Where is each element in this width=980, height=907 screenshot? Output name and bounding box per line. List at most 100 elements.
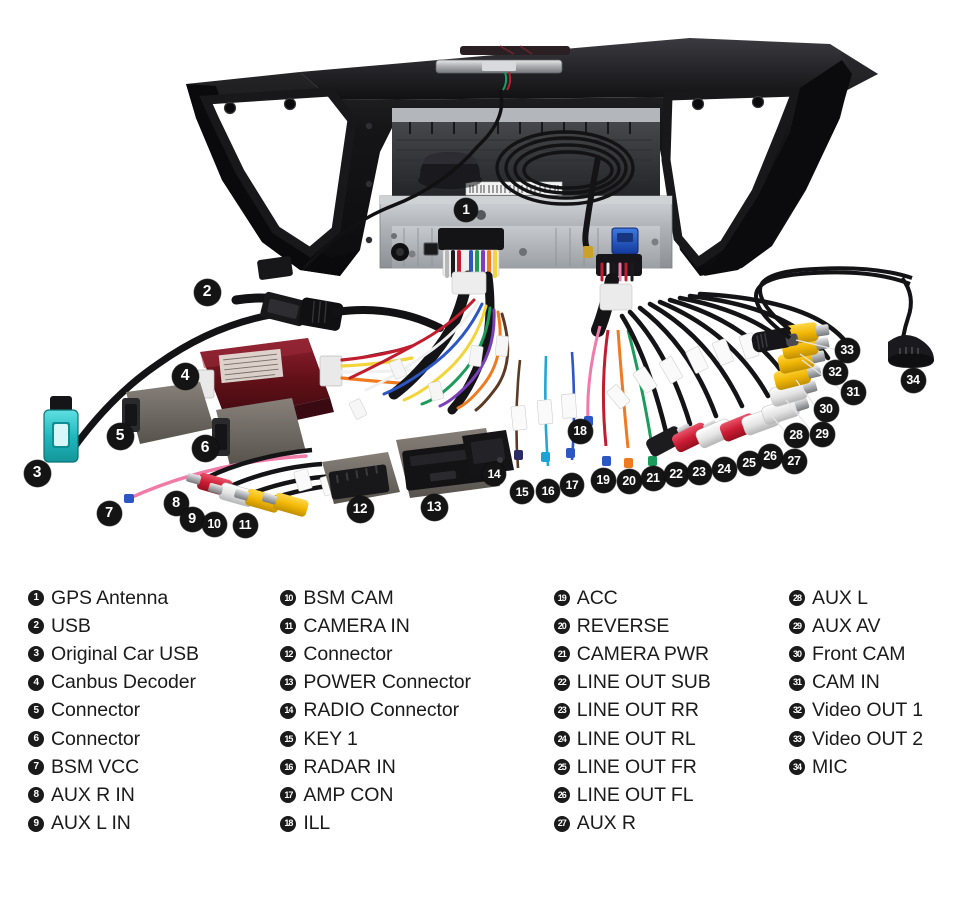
legend-label-29: AUX AV [812,614,881,637]
legend-label-6: Connector [51,727,141,750]
left-harness-group [43,256,444,517]
legend-label-8: AUX R IN [51,783,135,806]
legend-item-6: 6 Connector [28,725,274,753]
legend-label-27: AUX R [576,812,636,835]
legend-number-badge-13: 13 [280,674,297,691]
center-harness-group [322,270,578,504]
legend-number-badge-10: 10 [280,590,297,607]
legend-label-20: REVERSE [576,614,670,637]
legend-label-31: CAM IN [812,671,880,694]
legend-number-badge-3: 3 [28,646,44,663]
legend-item-29: 29 AUX AV [789,612,980,640]
callout-badge-34: 34 [900,367,926,393]
callout-badge-28: 28 [783,422,809,448]
legend-label-28: AUX L [812,586,868,609]
thin-signal-wires [510,351,578,469]
callout-badge-4: 4 [171,362,199,390]
callout-badge-27: 27 [781,448,807,474]
legend-label-21: CAMERA PWR [576,642,710,665]
connector-12 [322,452,400,504]
legend-number-badge-29: 29 [789,618,806,635]
legend-number-badge-1: 1 [28,590,44,607]
legend-label-12: Connector [303,642,393,665]
callout-badge-26: 26 [757,443,783,469]
right-rca-fan-group [584,266,934,468]
legend-number-badge-4: 4 [28,674,44,691]
legend-number-badge-2: 2 [28,618,44,635]
legend-number-badge-12: 12 [280,646,297,663]
aux-rca-group [186,447,353,517]
legend-number-badge-34: 34 [789,759,806,776]
legend-label-34: MIC [812,755,848,778]
callout-badge-10: 10 [201,511,227,537]
legend-label-17: AMP CON [303,783,394,806]
microphone-capsule [888,335,934,368]
callout-badge-22: 22 [663,461,689,487]
callout-badge-5: 5 [106,422,134,450]
legend-label-16: RADAR IN [303,755,396,778]
usb-connector [231,291,444,332]
callout-badge-20: 20 [616,468,642,494]
legend-label-3: Original Car USB [51,642,199,665]
legend-number-badge-23: 23 [553,702,570,719]
legend-item-3: 3 Original Car USB [28,640,274,668]
legend-number-badge-20: 20 [553,618,570,635]
callout-badge-17: 17 [560,473,584,497]
legend-label-13: POWER Connector [303,671,471,694]
legend-label-7: BSM VCC [51,755,140,778]
callout-badge-6: 6 [191,434,219,462]
callout-badge-14: 14 [482,462,506,486]
legend-number-badge-17: 17 [280,787,297,804]
legend-label-19: ACC [576,586,618,609]
head-unit-chassis [302,71,673,282]
wifi-antenna [582,155,601,258]
legend-number-badge-6: 6 [28,731,44,748]
callout-badge-8: 8 [163,490,189,516]
legend-label-1: GPS Antenna [51,586,169,609]
callout-badge-15: 15 [510,480,534,504]
callout-badge-3: 3 [23,459,51,487]
legend-label-32: Video OUT 1 [812,699,923,722]
legend-item-26: 26 LINE OUT FL [553,781,781,809]
legend-item-19: 19 ACC [553,584,781,612]
callout-badge-24: 24 [711,456,737,482]
legend-label-26: LINE OUT FL [576,783,694,806]
callout-badge-18: 18 [567,418,593,444]
legend-label-10: BSM CAM [303,586,394,609]
legend-number-badge-26: 26 [553,787,570,804]
dash-bezel [186,38,878,276]
legend-label-4: Canbus Decoder [51,671,196,694]
legend-label-30: Front CAM [812,642,906,665]
legend-item-34: 34 MIC [789,753,980,781]
legend-number-badge-19: 19 [553,590,570,607]
legend-number-badge-5: 5 [28,702,44,719]
callout-badge-1: 1 [454,198,478,222]
callout-badge-32: 32 [822,359,848,385]
legend-label-25: LINE OUT FR [576,755,697,778]
legend-number-badge-31: 31 [789,674,806,691]
callout-badge-11: 11 [232,512,258,538]
legend-number-badge-9: 9 [28,815,44,832]
legend-label-23: LINE OUT RR [576,699,699,722]
callout-badge-23: 23 [686,459,712,485]
